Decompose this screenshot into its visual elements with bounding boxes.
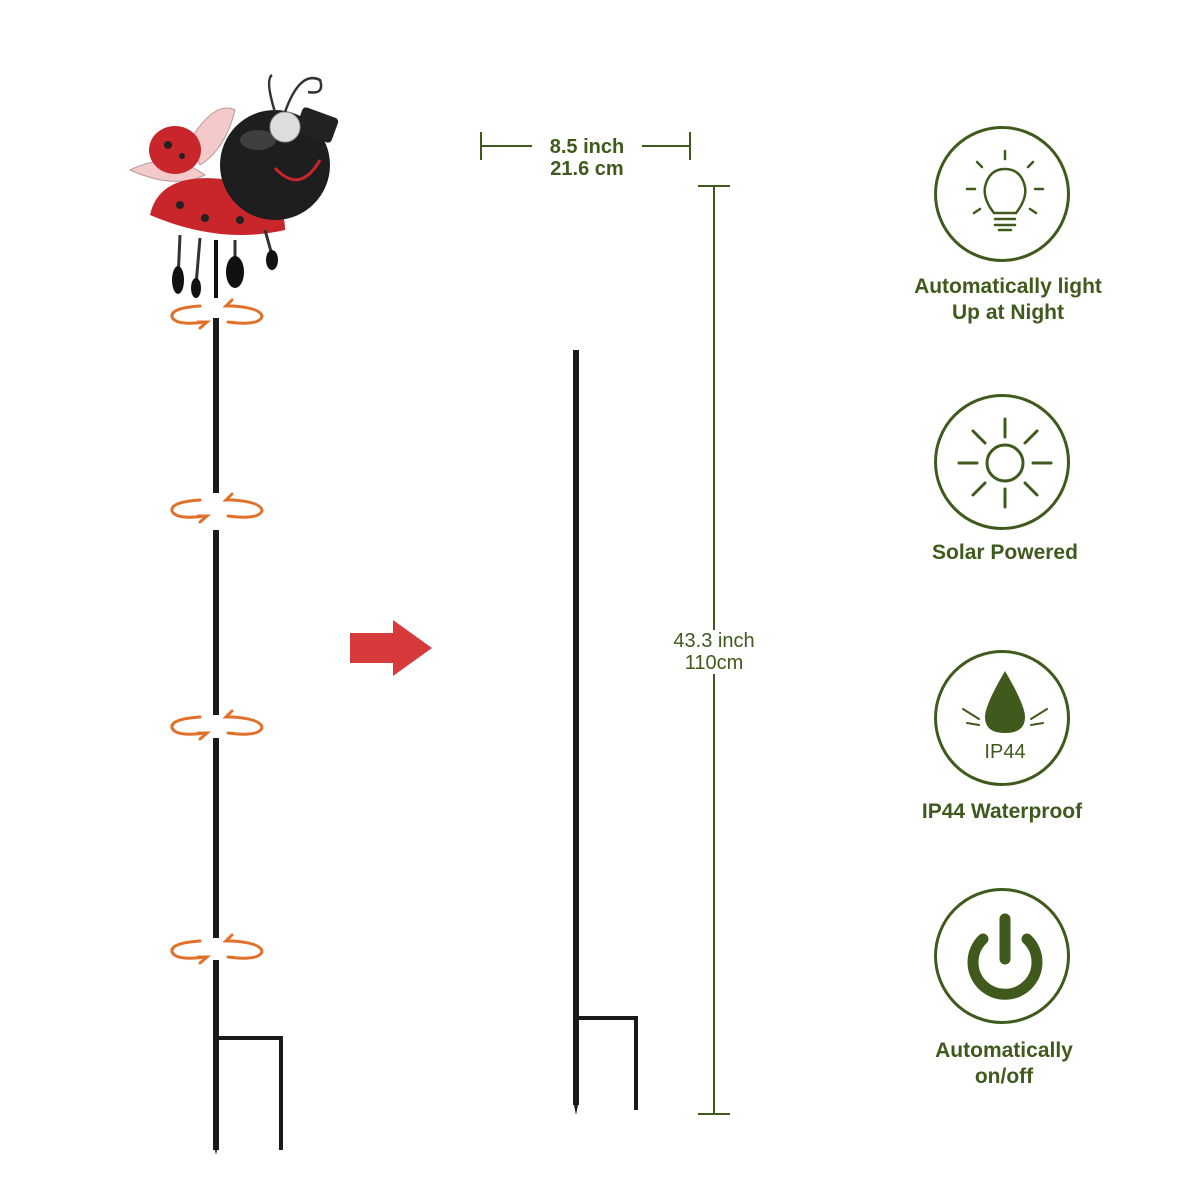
feature-label-power: Automatically on/off <box>854 1038 1154 1090</box>
width-cm-text: 21.6 cm <box>550 158 624 180</box>
ip44-icon-text: IP44 <box>984 741 1026 763</box>
height-cm-text: 110cm <box>684 652 744 674</box>
water-drop-icon <box>962 671 1048 733</box>
solar-badge <box>934 394 1070 530</box>
feature-label-light: Automatically light Up at Night <box>858 274 1158 326</box>
width-inch-text: 8.5 inch <box>549 136 625 158</box>
feature-power-line1: Automatically <box>935 1039 1073 1062</box>
feature-light-line1: Automatically light <box>914 275 1102 298</box>
twist-arrows <box>170 298 264 965</box>
sun-icon <box>957 417 1053 509</box>
assembled-stake-illustration <box>573 350 638 1115</box>
feature-waterproof-line1: IP44 Waterproof <box>921 800 1083 823</box>
feature-label-waterproof: IP44 Waterproof <box>852 799 1152 825</box>
width-label: 8.5 inch 21.6 cm <box>532 136 642 180</box>
feature-light-line2: Up at Night <box>952 301 1064 324</box>
ladybug-figure-left <box>128 73 339 298</box>
disassembled-stake-illustration <box>128 73 432 1155</box>
assembled-pole <box>573 350 579 1105</box>
lightbulb-badge <box>934 126 1070 262</box>
assembly-arrow-icon <box>350 620 432 676</box>
power-icon <box>967 913 1043 1000</box>
height-inch-text: 43.3 inch <box>673 630 755 652</box>
lightbulb-icon <box>965 149 1045 232</box>
height-label: 43.3 inch 110cm <box>660 630 768 674</box>
feature-label-solar: Solar Powered <box>855 540 1155 566</box>
feature-solar-line1: Solar Powered <box>932 541 1078 564</box>
waterproof-badge: IP44 <box>934 650 1070 786</box>
power-badge <box>934 888 1070 1024</box>
feature-power-line2: on/off <box>974 1065 1034 1088</box>
pole-segments <box>213 318 283 1155</box>
